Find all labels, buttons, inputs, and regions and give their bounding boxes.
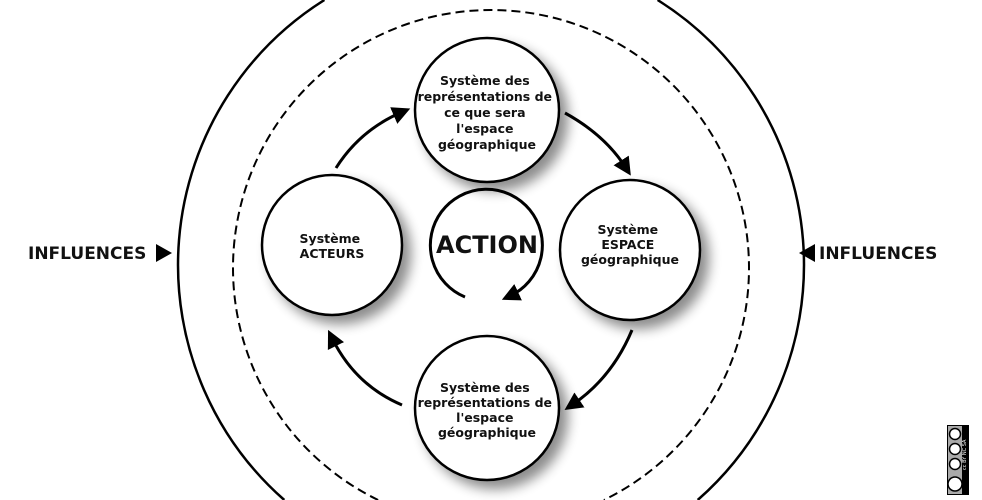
cc-license-text: cc BY NC SA (962, 439, 968, 470)
influences-right-label: INFLUENCES (819, 244, 937, 264)
influences-left-label: INFLUENCES (28, 244, 146, 264)
arrow-left-icon (799, 244, 815, 262)
node-right-text: Système ESPACE géographique (581, 222, 679, 267)
arrow-bottom-to-left (327, 329, 403, 407)
node-top-text: Système des représentations de ce que se… (418, 73, 557, 152)
inner-dashed-circle (232, 9, 750, 500)
node-left: Système ACTEURS (260, 173, 404, 317)
action-cycle-arrow (428, 187, 544, 301)
outer-boundary-circle (176, 0, 806, 500)
node-top: Système des représentations de ce que se… (413, 36, 561, 184)
node-bottom: Système des représentations de l'espace … (413, 334, 561, 482)
arrow-left-to-top (334, 107, 411, 169)
node-bottom-text: Système des représentations de l'espace … (418, 380, 557, 440)
node-left-text: Système ACTEURS (300, 231, 365, 261)
action-label: ACTION (436, 231, 538, 259)
node-right: Système ESPACE géographique (558, 178, 702, 322)
arrow-top-to-right (564, 111, 631, 176)
cc-license-badge: cc BY NC SA (947, 425, 969, 495)
arrow-right-to-bottom (564, 329, 634, 411)
arrow-right-icon (156, 244, 172, 262)
